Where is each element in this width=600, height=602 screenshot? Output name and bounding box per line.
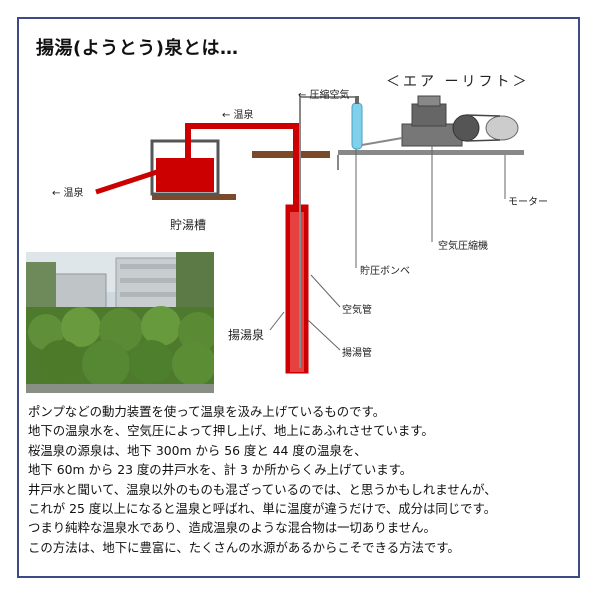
description-line: この方法は、地下に豊富に、たくさんの水源があるからこそできる方法です。 <box>28 539 460 555</box>
compressed-air-label: ← 圧縮空気 <box>298 90 350 101</box>
description-line: 地下の温泉水を、空気圧によって押し上げ、地上にあふれさせています。 <box>28 423 434 439</box>
air-pipe-label: 空気管 <box>342 305 372 316</box>
flywheel <box>452 114 480 142</box>
airlift-heading: ＜エア ーリフト＞ <box>386 74 530 90</box>
motor <box>485 115 519 141</box>
description-line: これが 25 度以上になると温泉と呼ばれ、単に温度が違うだけで、成分は同じです。 <box>28 501 497 517</box>
cylinder-label: 貯圧ボンベ <box>360 266 410 277</box>
description-line: 地下 60m から 23 度の井戸水を、計 3 か所からくみ上げています。 <box>28 462 413 478</box>
ground-surface <box>252 151 330 158</box>
tank-water <box>156 158 214 192</box>
page-title: 揚湯(ようとう)泉とは… <box>36 38 239 59</box>
description-line: 井戸水と聞いて、温泉以外のものも混ざっているのでは、と思うかもしれませんが、 <box>28 481 497 497</box>
motor-label: モーター <box>508 197 548 208</box>
building-photo <box>26 252 214 393</box>
air-pipe <box>299 96 356 368</box>
description-text: ポンプなどの動力装置を使って温泉を汲み上げているものです。 地下の温泉水を、空気… <box>28 402 497 557</box>
outflow-pipe <box>95 169 158 195</box>
description-line: 桜温泉の源泉は、地下 300m から 56 度と 44 度の温泉を、 <box>28 442 367 458</box>
well-inner <box>290 212 304 372</box>
description-line: つまり純粋な温泉水であり、造成温泉のような混合物は一切ありません。 <box>28 520 436 536</box>
lift-pipe-label: 揚湯管 <box>342 348 372 359</box>
description-line: ポンプなどの動力装置を使って温泉を汲み上げているものです。 <box>28 404 386 419</box>
compressor-label: 空気圧縮機 <box>438 241 488 252</box>
tank-label: 貯湯槽 <box>170 218 207 232</box>
pressure-cylinder <box>351 102 363 150</box>
well-label: 揚湯泉 <box>228 328 265 342</box>
hot-spring-left-label: ← 温泉 <box>52 188 84 199</box>
hot-spring-top-label: ← 温泉 <box>222 110 254 121</box>
hot-spring-pipe <box>185 123 299 214</box>
tank-base <box>152 194 236 200</box>
machine-platform <box>338 150 524 155</box>
